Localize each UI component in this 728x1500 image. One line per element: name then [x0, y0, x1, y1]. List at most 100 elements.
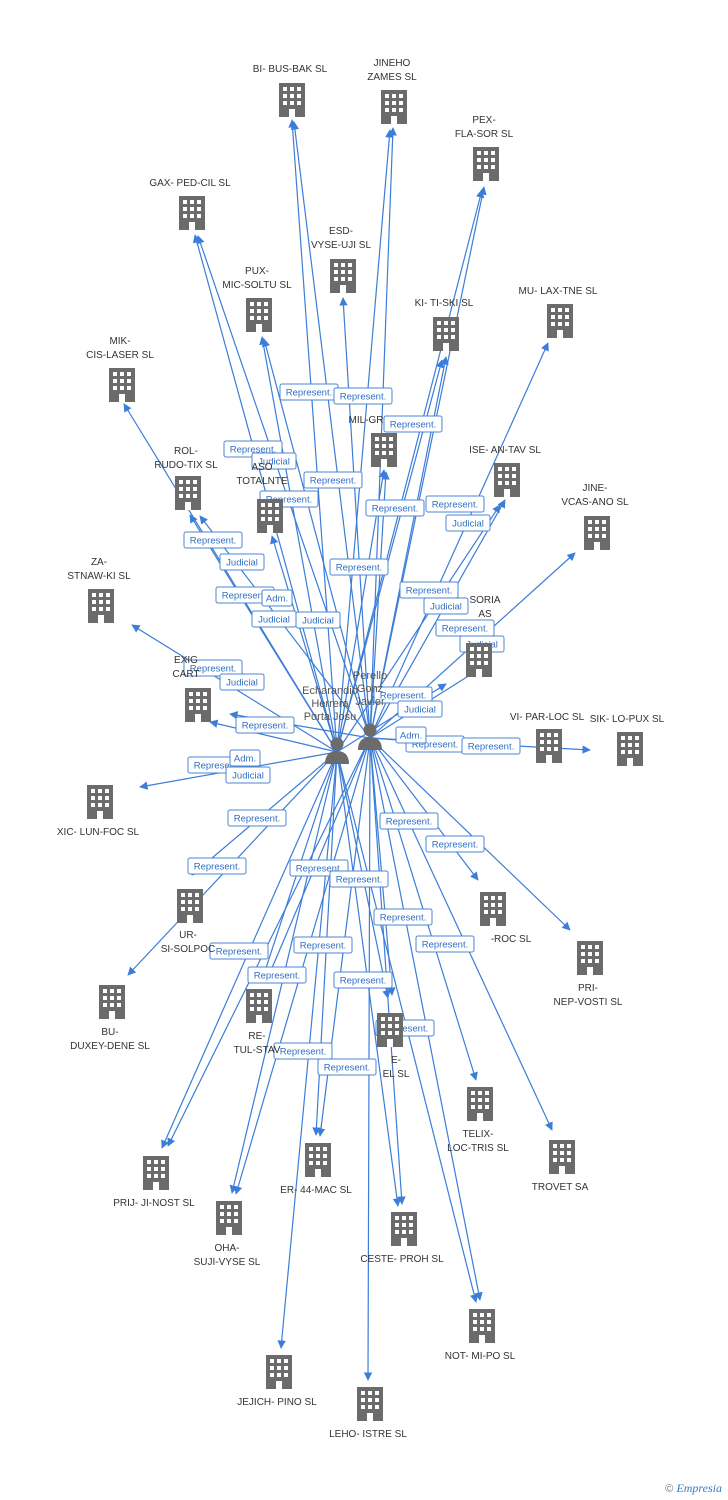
edge-label-represent[interactable]: Represent.	[187, 857, 247, 875]
edge-label-represent[interactable]: Represent.	[461, 737, 521, 755]
edge-label-adm[interactable]: Adm.	[261, 589, 293, 607]
edge-label-judicial[interactable]: Judicial	[219, 553, 265, 571]
edge-label-text: Judicial	[232, 771, 264, 782]
company-label: -ROC SL	[491, 934, 532, 945]
edge-label-text: Represent.	[216, 947, 262, 958]
edge-label-text: Represent.	[254, 971, 300, 982]
company-node[interactable]: JEJICH- PINO SL	[237, 1355, 317, 1408]
edge-label-adm[interactable]: Adm.	[395, 726, 427, 744]
company-node[interactable]: JINE-VCAS-ANO SL	[561, 483, 629, 550]
company-node[interactable]: PEX-FLA-SOR SL	[455, 115, 514, 181]
edge-label-represent[interactable]: Represent.	[415, 935, 475, 953]
edge-label-represent[interactable]: Represent.	[235, 716, 295, 734]
company-node[interactable]: CESTE- PROH SL	[360, 1212, 444, 1265]
edge-label-represent[interactable]: Represent.	[435, 619, 495, 637]
edge-label-represent[interactable]: Represent.	[303, 471, 363, 489]
edge-label-represent[interactable]: Represent.	[399, 581, 459, 599]
edge-label-represent[interactable]: Represent.	[425, 835, 485, 853]
edge-labels-layer: Represent.Represent.Represent.Represent.…	[183, 383, 521, 1076]
edge-label-judicial[interactable]: Judicial	[219, 673, 265, 691]
company-label: E-	[391, 1055, 401, 1066]
edge-label-represent[interactable]: Represent.	[279, 383, 339, 401]
company-node[interactable]: PRIJ- JI-NOST SL	[113, 1156, 195, 1209]
edge-label-represent[interactable]: Represent.	[333, 387, 393, 405]
edge-label-text: Represent.	[382, 1024, 428, 1035]
company-node[interactable]: -ROC SL	[480, 892, 532, 945]
edge-label-represent[interactable]: Represent.	[425, 495, 485, 513]
company-label: OHA-	[215, 1243, 240, 1254]
edge-p2-c28	[369, 737, 553, 1131]
company-node[interactable]: VI- PAR-LOC SL	[510, 712, 585, 763]
copyright-notice: © Empresia	[665, 1481, 722, 1496]
building-icon	[381, 90, 407, 124]
edge-label-adm[interactable]: Adm.	[229, 749, 261, 767]
edge-label-represent[interactable]: Represent.	[227, 809, 287, 827]
edge-label-represent[interactable]: Represent.	[365, 499, 425, 517]
edge-label-text: Represent.	[280, 1047, 326, 1058]
company-node[interactable]: NOT- MI-PO SL	[445, 1309, 516, 1362]
edge-label-represent[interactable]: Represent.	[183, 531, 243, 549]
edge-label-judicial[interactable]: Judicial	[397, 700, 443, 718]
edge-label-represent[interactable]: Represent.	[273, 1042, 333, 1060]
edge-label-represent[interactable]: Represent.	[373, 908, 433, 926]
edge-label-text: Represent.	[190, 536, 236, 547]
company-node[interactable]: TELIX-LOC-TRIS SL	[447, 1087, 509, 1154]
edge-label-represent[interactable]: Represent.	[293, 936, 353, 954]
edge-label-text: Adm.	[266, 594, 288, 605]
company-node[interactable]: MU- LAX-TNE SL	[519, 286, 598, 338]
edge-label-represent[interactable]: Represent.	[247, 966, 307, 984]
company-label: XIC- LUN-FOC SL	[57, 827, 140, 838]
company-label: FLA-SOR SL	[455, 129, 514, 140]
edge-p2-c23	[369, 737, 571, 931]
edge-label-represent[interactable]: Represent.	[333, 971, 393, 989]
edge-label-represent[interactable]: Represent.	[329, 870, 389, 888]
edge-label-judicial[interactable]: Judicial	[225, 766, 271, 784]
edge-label-judicial[interactable]: Judicial	[251, 610, 297, 628]
company-node[interactable]: PRI-NEP-VOSTI SL	[554, 941, 623, 1008]
company-node[interactable]: RE-TUL-STAV	[234, 989, 281, 1056]
company-node[interactable]: GAX- PED-CIL SL	[149, 178, 231, 230]
company-node[interactable]: SIK- LO-PUX SL	[590, 714, 665, 766]
company-node[interactable]: ROL-RUDO-TIX SL	[154, 446, 218, 510]
edge-p1-c12	[270, 535, 338, 753]
company-node[interactable]: MIK-CIS-LASER SL	[86, 336, 154, 402]
company-node[interactable]: BU-DUXEY-DENE SL	[70, 985, 150, 1052]
company-node[interactable]: PUX-MIC-SOLTU SL	[222, 266, 292, 332]
company-node[interactable]: ER- 44-MAC SL	[280, 1143, 352, 1196]
building-icon	[246, 989, 272, 1023]
company-node[interactable]: OHA-SUJI-VYSE SL	[194, 1201, 261, 1268]
company-label: MU- LAX-TNE SL	[519, 286, 598, 297]
brand-logo[interactable]: Empresia	[676, 1481, 722, 1495]
company-node[interactable]: ESD-VYSE-UJI SL	[311, 226, 371, 293]
edge-label-judicial[interactable]: Judicial	[251, 452, 297, 470]
company-node[interactable]: TROVET SA	[532, 1140, 589, 1193]
company-node[interactable]: E-EL SL	[377, 1013, 410, 1080]
company-label: PRI-	[578, 983, 598, 994]
edge-label-represent[interactable]: Represent.	[209, 942, 269, 960]
building-icon	[466, 643, 492, 677]
edge-label-represent[interactable]: Represent.	[317, 1058, 377, 1076]
company-node[interactable]: XIC- LUN-FOC SL	[57, 785, 140, 838]
company-node[interactable]: MIL-GR	[349, 415, 398, 467]
company-node[interactable]: ISE- AN-TAV SL	[469, 445, 541, 497]
edge-label-judicial[interactable]: Judicial	[295, 611, 341, 629]
edge-label-text: Represent.	[432, 500, 478, 511]
company-node[interactable]: LEHO- ISTRE SL	[329, 1387, 407, 1440]
company-node[interactable]: ZA-STNAW-KI SL	[67, 557, 131, 623]
edge-label-represent[interactable]: Represent.	[215, 586, 275, 604]
edge-label-represent[interactable]: Represent.	[183, 659, 243, 677]
edge-label-represent[interactable]: Represent.	[379, 812, 439, 830]
company-node[interactable]: BI- BUS-BAK SL	[253, 64, 328, 117]
edge-label-represent[interactable]: Represent.	[383, 415, 443, 433]
company-node[interactable]: KI- TI-SKI SL	[415, 298, 474, 351]
company-node[interactable]: UR-SI-SOLPOC	[161, 889, 215, 955]
edge-label-judicial[interactable]: Judicial	[423, 597, 469, 615]
edge-label-represent[interactable]: Represent.	[329, 558, 389, 576]
edge-label-judicial[interactable]: Judicial	[445, 514, 491, 532]
